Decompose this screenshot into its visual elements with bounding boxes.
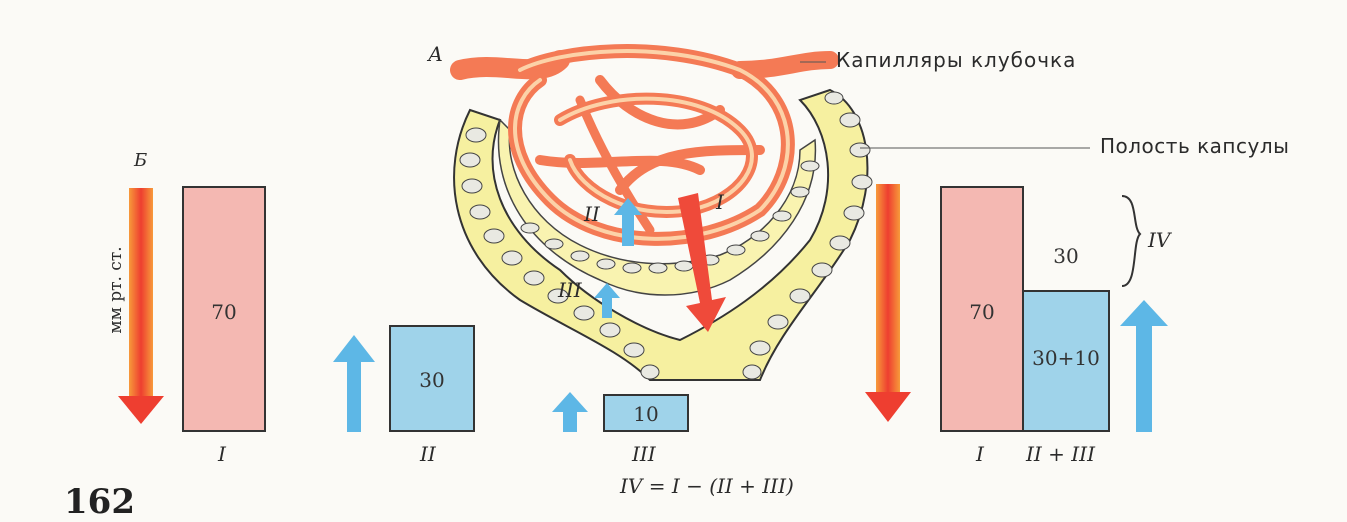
left-label-III: III (632, 442, 656, 466)
right-label-I: I (976, 442, 984, 466)
right-blue-arrow (1120, 300, 1168, 432)
unit-label: мм рт. ст. (106, 220, 126, 360)
center-label-I: I (716, 190, 724, 214)
gap-value: 30 (1022, 244, 1110, 268)
center-label-III: III (558, 278, 582, 302)
left-bar-I-value: 70 (182, 300, 266, 324)
bracket-IV (1122, 196, 1140, 286)
left-label-II: II (420, 442, 436, 466)
right-red-arrow (865, 184, 911, 422)
right-bar-II-III-value: 30+10 (1022, 346, 1110, 370)
page-number: 162 (64, 482, 135, 522)
formula: IV = I − (II + III) (620, 474, 794, 498)
label-capillaries: Капилляры клубочка (836, 48, 1076, 72)
label-B: Б (134, 150, 147, 171)
center-label-II: II (584, 202, 600, 226)
left-bar-III-value: 10 (603, 402, 689, 426)
right-label-II-III: II + III (1026, 442, 1095, 466)
left-blue-arrow-II (333, 335, 375, 432)
left-blue-arrow-III (552, 392, 588, 432)
label-capsule-cavity: Полость капсулы (1100, 134, 1289, 158)
left-bar-II-value: 30 (389, 368, 475, 392)
gap-label-IV: IV (1148, 228, 1170, 252)
label-A: А (428, 42, 443, 66)
right-bar-I-value: 70 (940, 300, 1024, 324)
left-label-I: I (218, 442, 226, 466)
